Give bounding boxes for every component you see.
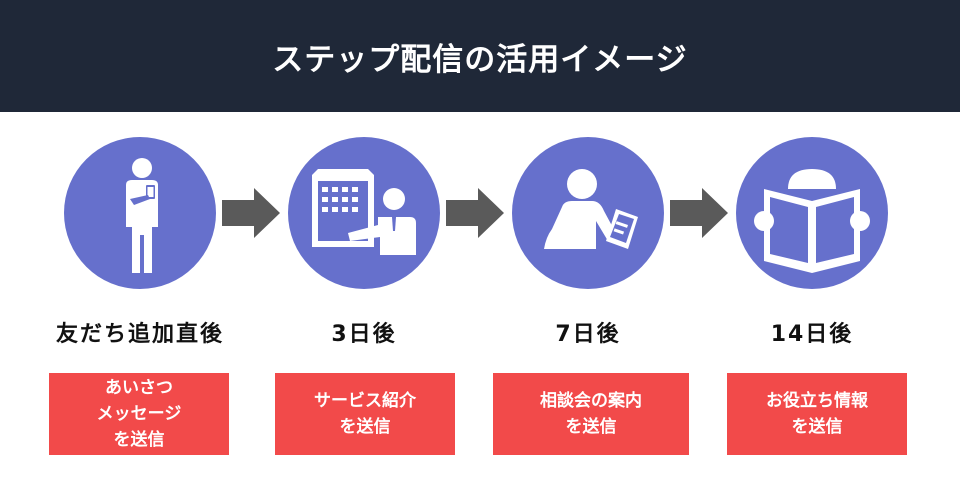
arrow-right-icon (446, 188, 504, 238)
step-3-circle (512, 137, 664, 289)
header-banner: ステップ配信の活用イメージ (0, 0, 960, 112)
person-reading-icon (754, 169, 870, 273)
step-3-message-box: 相談会の案内 を送信 (493, 373, 689, 455)
step-2-circle (288, 137, 440, 289)
page-title: ステップ配信の活用イメージ (272, 41, 688, 78)
step-4-circle (736, 137, 888, 289)
step-4-timing-label: 14日後 (770, 322, 854, 347)
step-2-timing-label: 3日後 (331, 322, 397, 347)
arrow-right-icon (670, 188, 728, 238)
arrow-right-icon (222, 188, 280, 238)
step-1-circle (64, 137, 216, 289)
step-2-message-box: サービス紹介 を送信 (275, 373, 455, 455)
presenter-with-chart-icon (312, 169, 416, 255)
step-1-message-box: あいさつ メッセージ を送信 (49, 373, 229, 455)
person-with-phone-icon (126, 158, 158, 273)
person-writing-icon (544, 169, 638, 249)
step-3-timing-label: 7日後 (555, 322, 621, 347)
step-4-message-box: お役立ち情報 を送信 (727, 373, 907, 455)
step-1-timing-label: 友だち追加直後 (55, 322, 224, 347)
